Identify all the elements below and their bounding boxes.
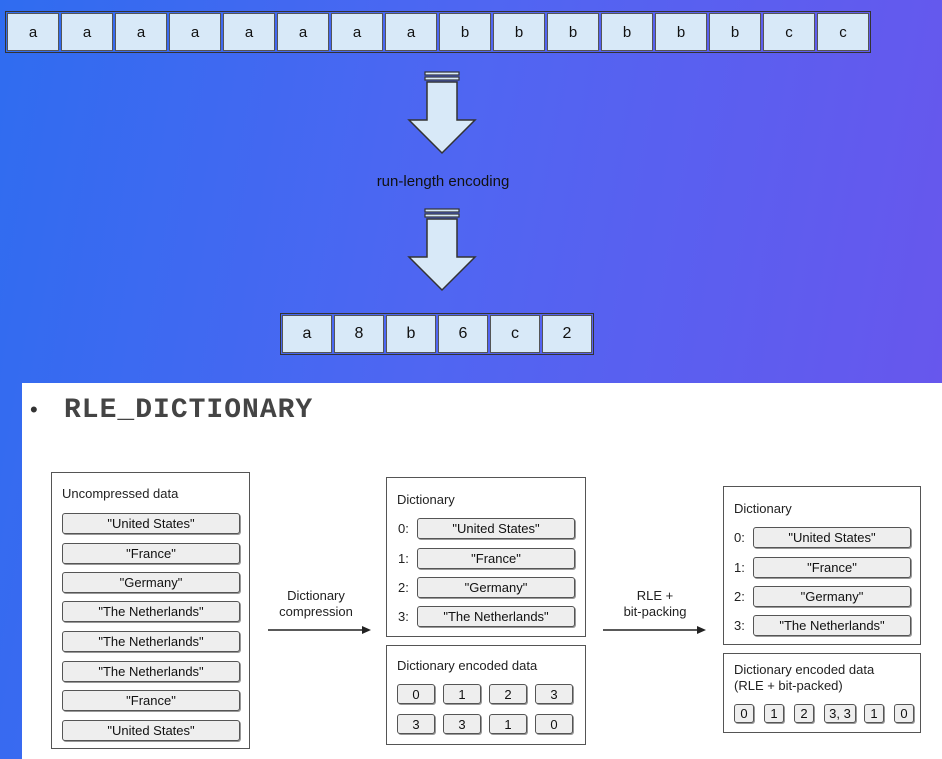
dictionary-value: "United States" bbox=[417, 518, 575, 539]
dictionary-index: 2: bbox=[398, 580, 409, 595]
encoded-value: 3 bbox=[397, 714, 435, 734]
packed-title: Dictionary encoded data bbox=[734, 662, 875, 677]
dictionary-title: Dictionary bbox=[397, 492, 455, 507]
step1-label: Dictionary compression bbox=[279, 588, 353, 619]
packed-value: 3, 3 bbox=[824, 704, 856, 723]
encoded-box: Dictionary encoded data 0 1 2 3 3 3 1 0 bbox=[386, 645, 586, 745]
step2-label: RLE + bit-packing bbox=[623, 588, 687, 619]
input-cell: a bbox=[385, 13, 437, 51]
output-cell: b bbox=[386, 315, 436, 353]
uncompressed-value: "United States" bbox=[62, 513, 240, 534]
packed-subtitle: (RLE + bit-packed) bbox=[734, 678, 843, 693]
input-cell: b bbox=[655, 13, 707, 51]
uncompressed-value: "France" bbox=[62, 690, 240, 711]
section-title: RLE_DICTIONARY bbox=[64, 395, 314, 426]
uncompressed-value: "The Netherlands" bbox=[62, 601, 240, 622]
input-cell: b bbox=[547, 13, 599, 51]
right-arrow-icon bbox=[268, 626, 371, 634]
dictionary-value: "Germany" bbox=[753, 586, 911, 607]
down-arrow-icon bbox=[407, 71, 477, 155]
dictionary-value: "Germany" bbox=[417, 577, 575, 598]
uncompressed-title: Uncompressed data bbox=[62, 486, 179, 501]
encoded-value: 3 bbox=[443, 714, 481, 734]
input-cell: a bbox=[277, 13, 329, 51]
down-arrow-icon bbox=[407, 208, 477, 292]
encoded-value: 1 bbox=[489, 714, 527, 734]
input-cell: a bbox=[61, 13, 113, 51]
output-cell: 8 bbox=[334, 315, 384, 353]
encoded-value: 0 bbox=[535, 714, 573, 734]
packed-value: 2 bbox=[794, 704, 814, 723]
uncompressed-value: "United States" bbox=[62, 720, 240, 741]
encoded-value: 0 bbox=[397, 684, 435, 704]
rle-label: run-length encoding bbox=[376, 173, 510, 190]
dictionary-index: 0: bbox=[734, 530, 745, 545]
dictionary-panel: • RLE_DICTIONARY Uncompressed data "Unit… bbox=[22, 383, 942, 759]
output-cell: a bbox=[282, 315, 332, 353]
output-sequence: a 8 b 6 c 2 bbox=[280, 313, 594, 355]
bullet: • bbox=[30, 397, 38, 422]
input-cell: b bbox=[601, 13, 653, 51]
uncompressed-value: "The Netherlands" bbox=[62, 661, 240, 682]
packed-value: 0 bbox=[734, 704, 754, 723]
encoded-value: 3 bbox=[535, 684, 573, 704]
input-cell: a bbox=[7, 13, 59, 51]
input-cell: a bbox=[115, 13, 167, 51]
input-cell: a bbox=[169, 13, 221, 51]
input-sequence: a a a a a a a a b b b b b b c c bbox=[5, 11, 871, 53]
uncompressed-value: "France" bbox=[62, 543, 240, 564]
input-cell: a bbox=[223, 13, 275, 51]
packed-value: 1 bbox=[764, 704, 784, 723]
encoded-value: 1 bbox=[443, 684, 481, 704]
input-cell: c bbox=[763, 13, 815, 51]
packed-value: 0 bbox=[894, 704, 914, 723]
uncompressed-value: "The Netherlands" bbox=[62, 631, 240, 652]
packed-value: 1 bbox=[864, 704, 884, 723]
dictionary-value: "France" bbox=[417, 548, 575, 569]
right-arrow-icon bbox=[603, 626, 706, 634]
input-cell: c bbox=[817, 13, 869, 51]
dictionary-value: "The Netherlands" bbox=[417, 606, 575, 627]
encoded-value: 2 bbox=[489, 684, 527, 704]
input-cell: b bbox=[709, 13, 761, 51]
input-cell: a bbox=[331, 13, 383, 51]
input-cell: b bbox=[439, 13, 491, 51]
dictionary-index: 1: bbox=[398, 551, 409, 566]
input-cell: b bbox=[493, 13, 545, 51]
uncompressed-value: "Germany" bbox=[62, 572, 240, 593]
dictionary-index: 2: bbox=[734, 589, 745, 604]
dictionary-index: 1: bbox=[734, 560, 745, 575]
output-cell: 6 bbox=[438, 315, 488, 353]
dictionary-value: "The Netherlands" bbox=[753, 615, 911, 636]
uncompressed-box: Uncompressed data "United States" "Franc… bbox=[51, 472, 250, 749]
packed-box: Dictionary encoded data (RLE + bit-packe… bbox=[723, 653, 921, 733]
dictionary-value: "France" bbox=[753, 557, 911, 578]
dictionary-box: Dictionary 0: "United States" 1: "France… bbox=[386, 477, 586, 637]
dictionary-value: "United States" bbox=[753, 527, 911, 548]
dictionary-index: 3: bbox=[734, 618, 745, 633]
dictionary-box-packed: Dictionary 0: "United States" 1: "France… bbox=[723, 486, 921, 645]
dictionary-index: 0: bbox=[398, 521, 409, 536]
encoded-title: Dictionary encoded data bbox=[397, 658, 538, 673]
dictionary-index: 3: bbox=[398, 609, 409, 624]
output-cell: c bbox=[490, 315, 540, 353]
output-cell: 2 bbox=[542, 315, 592, 353]
dictionary-title: Dictionary bbox=[734, 501, 792, 516]
